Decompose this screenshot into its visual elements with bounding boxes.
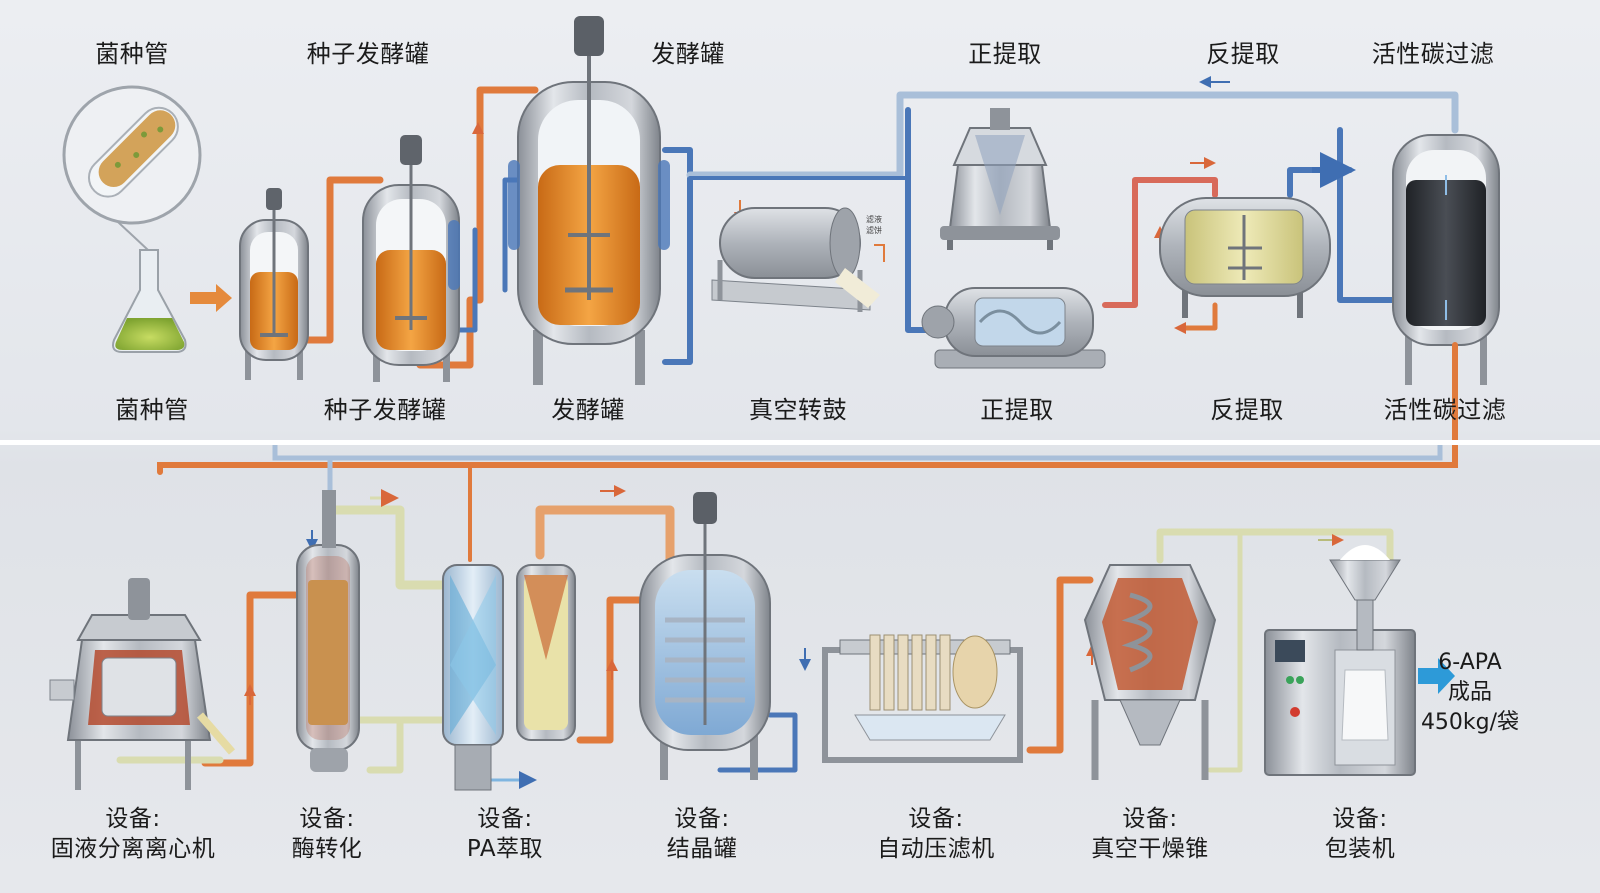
- label-vacuum-drum: 真空转鼓: [749, 396, 847, 424]
- equipment-label-dryer: 设备: 真空干燥锥: [1091, 804, 1209, 864]
- equipment-prefix: 设备:: [477, 806, 533, 832]
- section-divider: [0, 440, 1600, 445]
- equipment-name: 包装机: [1324, 836, 1396, 862]
- label-seed-fermenter: 种子发酵罐: [323, 396, 447, 424]
- equipment-prefix: 设备:: [105, 806, 161, 832]
- equipment-prefix: 设备:: [674, 806, 730, 832]
- culture-flask: [112, 249, 187, 353]
- pa-extraction-column-2: [516, 564, 576, 741]
- enzyme-conversion-column: [296, 490, 360, 772]
- equipment-name: 真空干燥锥: [1091, 836, 1209, 862]
- bottom-pipes: [116, 505, 1394, 774]
- solid-liquid-centrifuge: [49, 578, 236, 790]
- label-fermenter-top: 发酵罐: [651, 40, 725, 68]
- final-product-weight: 450kg/袋: [1420, 710, 1520, 735]
- label-carbon-filter: 活性碳过滤: [1383, 396, 1507, 424]
- equipment-label-filter-press: 设备: 自动压滤机: [877, 804, 995, 864]
- label-carbon-filter-top: 活性碳过滤: [1371, 40, 1495, 68]
- equipment-label-pa-extraction: 设备: PA萃取: [467, 804, 543, 864]
- label-fermenter: 发酵罐: [551, 396, 625, 424]
- label-reverse-extraction: 反提取: [1210, 396, 1284, 424]
- main-fermenter: [508, 16, 670, 385]
- final-product-label: 6-APA 成品 450kg/袋: [1410, 648, 1530, 738]
- small-seed-tank: [239, 188, 309, 380]
- equipment-name: 结晶罐: [666, 836, 738, 862]
- culture-tube-magnified: [62, 85, 202, 251]
- final-product-type: 成品: [1447, 680, 1492, 705]
- cross-pipes: [157, 342, 1458, 562]
- drum-note-2: 滤饼: [866, 225, 882, 235]
- drum-note-1: 滤液: [866, 214, 882, 224]
- label-seed-fermenter-top: 种子发酵罐: [306, 40, 430, 68]
- equipment-label-centrifuge: 设备: 固液分离离心机: [51, 804, 216, 864]
- vacuum-drying-cone: [1083, 564, 1217, 780]
- label-forward-extraction: 正提取: [980, 396, 1054, 424]
- equipment-name: 固液分离离心机: [50, 836, 216, 862]
- equipment-label-enzyme: 设备: 酶转化: [292, 804, 363, 864]
- equipment-name: 酶转化: [291, 836, 363, 862]
- crystallizer-tank: [639, 492, 771, 780]
- packing-machine: [1264, 545, 1416, 776]
- label-culture-tube: 菌种管: [115, 396, 189, 424]
- label-forward-extraction-top: 正提取: [968, 40, 1042, 68]
- forward-extractor: [921, 287, 1106, 369]
- seed-fermenter: [362, 135, 460, 382]
- equipment-prefix: 设备:: [908, 806, 964, 832]
- equipment-label-packer: 设备: 包装机: [1325, 804, 1396, 864]
- automatic-filter-press: [822, 634, 1023, 763]
- equipment-name: PA萃取: [466, 836, 544, 862]
- equipment-prefix: 设备:: [299, 806, 355, 832]
- label-reverse-extraction-top: 反提取: [1206, 40, 1280, 68]
- label-culture-tube-top: 菌种管: [95, 40, 169, 68]
- equipment-name: 自动压滤机: [877, 836, 995, 862]
- product-arrow: [1418, 658, 1455, 694]
- pa-extraction-column: [442, 564, 504, 791]
- equipment-prefix: 设备:: [1122, 806, 1178, 832]
- reverse-extraction-tank: [1159, 197, 1331, 318]
- activated-carbon-filter: [1392, 134, 1500, 385]
- flow-arrow-big: [190, 284, 232, 312]
- vacuum-drum: 滤液 滤饼: [711, 207, 885, 312]
- disc-centrifuge: [940, 108, 1060, 250]
- equipment-label-crystallizer: 设备: 结晶罐: [667, 804, 738, 864]
- equipment-prefix: 设备:: [1332, 806, 1388, 832]
- final-product-code: 6-APA: [1438, 650, 1502, 675]
